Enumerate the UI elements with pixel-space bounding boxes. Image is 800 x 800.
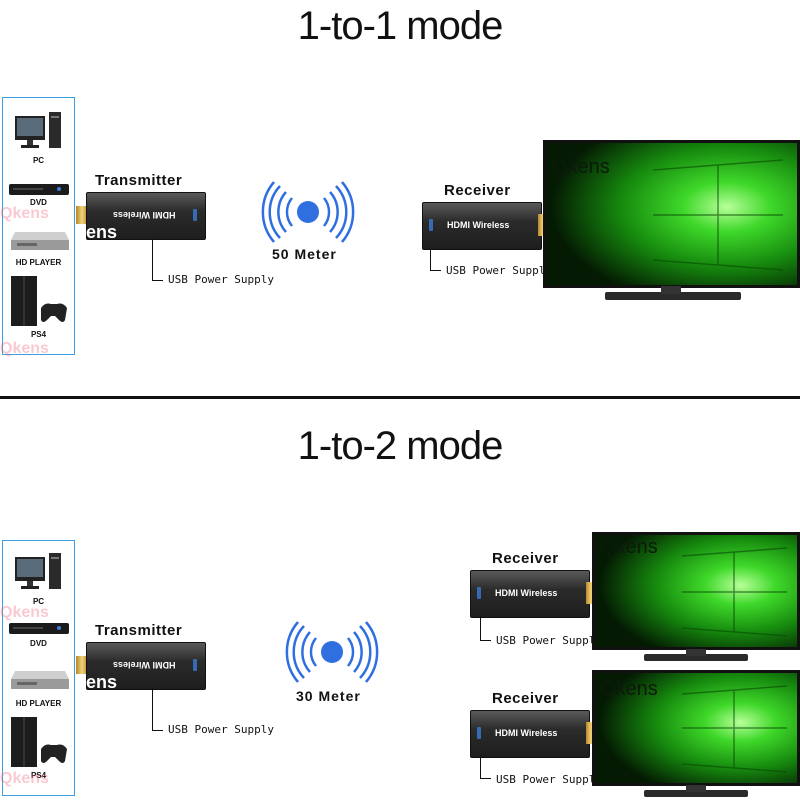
- usb-connector-line: [152, 688, 163, 731]
- receiver-box: HDMI Wireless: [470, 710, 590, 758]
- transmitter-usb-label: USB Power Supply: [168, 273, 274, 286]
- usb-connector-line: [152, 238, 163, 281]
- source-label-pc: PC: [32, 156, 45, 165]
- dvd-icon: [9, 184, 69, 195]
- hd-player-icon: [11, 671, 69, 689]
- receiver-label: Receiver: [492, 550, 559, 567]
- transmitter-box-text: HDMI Wireless: [113, 210, 176, 220]
- led-icon: [477, 587, 481, 599]
- mode-title-1: 1-to-1 mode: [297, 4, 504, 48]
- receiver-box-text: HDMI Wireless: [447, 220, 510, 230]
- receiver-box: HDMI Wireless: [470, 570, 590, 618]
- transmitter-box-text: HDMI Wireless: [113, 660, 176, 670]
- receiver-usb-label: USB Power Supply: [446, 264, 552, 277]
- transmitter-label: Transmitter: [95, 172, 183, 189]
- led-icon: [477, 727, 481, 739]
- tv-icon: [592, 670, 800, 797]
- hdmi-plug: [586, 722, 596, 744]
- brand-watermark: Qkens: [0, 770, 49, 787]
- receiver-label: Receiver: [492, 690, 559, 707]
- source-label-hd-player: HD PLAYER: [15, 699, 62, 708]
- receiver-box-text: HDMI Wireless: [495, 728, 558, 738]
- hdmi-plug: [76, 656, 88, 674]
- wireless-signal-icon: [285, 621, 379, 683]
- transmitter-box: HDMI Wireless: [86, 192, 206, 240]
- receiver-box: HDMI Wireless: [422, 202, 542, 250]
- source-label-ps4: PS4: [30, 330, 47, 339]
- led-icon: [193, 659, 197, 671]
- ens-overlay: ens: [86, 672, 118, 692]
- ps4-icon: [11, 717, 67, 767]
- section-divider: [0, 396, 800, 399]
- transmitter-usb-label: USB Power Supply: [168, 723, 274, 736]
- tv-icon: [543, 140, 800, 300]
- usb-connector-line: [430, 248, 441, 271]
- source-label-dvd: DVD: [30, 639, 47, 648]
- receiver-box-text: HDMI Wireless: [495, 588, 558, 598]
- mode-title-2: 1-to-2 mode: [297, 424, 504, 468]
- ps4-icon: [11, 276, 67, 326]
- tv-icon: [592, 532, 800, 661]
- hdmi-plug: [586, 582, 596, 604]
- usb-connector-line: [480, 756, 491, 779]
- usb-connector-line: [480, 616, 491, 641]
- led-icon: [193, 209, 197, 221]
- hd-player-icon: [11, 232, 69, 250]
- distance-label: 30 Meter: [296, 688, 361, 704]
- ens-overlay: ens: [86, 222, 118, 242]
- receiver-usb-label: USB Power Supply: [496, 634, 602, 647]
- hdmi-plug: [76, 206, 88, 224]
- brand-watermark: Qkens: [0, 604, 49, 621]
- tv-brand-text: Qkens: [600, 678, 658, 700]
- receiver-label: Receiver: [444, 182, 511, 199]
- source-panel: PC DVD HD PLAYER PS4: [2, 97, 75, 355]
- pc-icon: [15, 112, 61, 148]
- dvd-icon: [9, 623, 69, 634]
- receiver-usb-label: USB Power Supply: [496, 773, 602, 786]
- brand-watermark: Qkens: [0, 205, 49, 222]
- brand-watermark: Qkens: [0, 340, 49, 357]
- led-icon: [429, 219, 433, 231]
- source-label-dvd: DVD: [30, 198, 47, 207]
- tv-brand-text: Qkens: [552, 156, 610, 178]
- source-label-hd-player: HD PLAYER: [15, 258, 62, 267]
- tv-brand-text: Qkens: [600, 536, 658, 558]
- transmitter-box: HDMI Wireless: [86, 642, 206, 690]
- source-label-pc: PC: [32, 597, 45, 606]
- distance-label: 50 Meter: [272, 246, 337, 262]
- source-label-ps4: PS4: [30, 771, 47, 780]
- pc-icon: [15, 553, 61, 589]
- wireless-signal-icon: [261, 181, 355, 243]
- transmitter-label: Transmitter: [95, 622, 183, 639]
- source-panel: PC DVD HD PLAYER PS4: [2, 540, 75, 796]
